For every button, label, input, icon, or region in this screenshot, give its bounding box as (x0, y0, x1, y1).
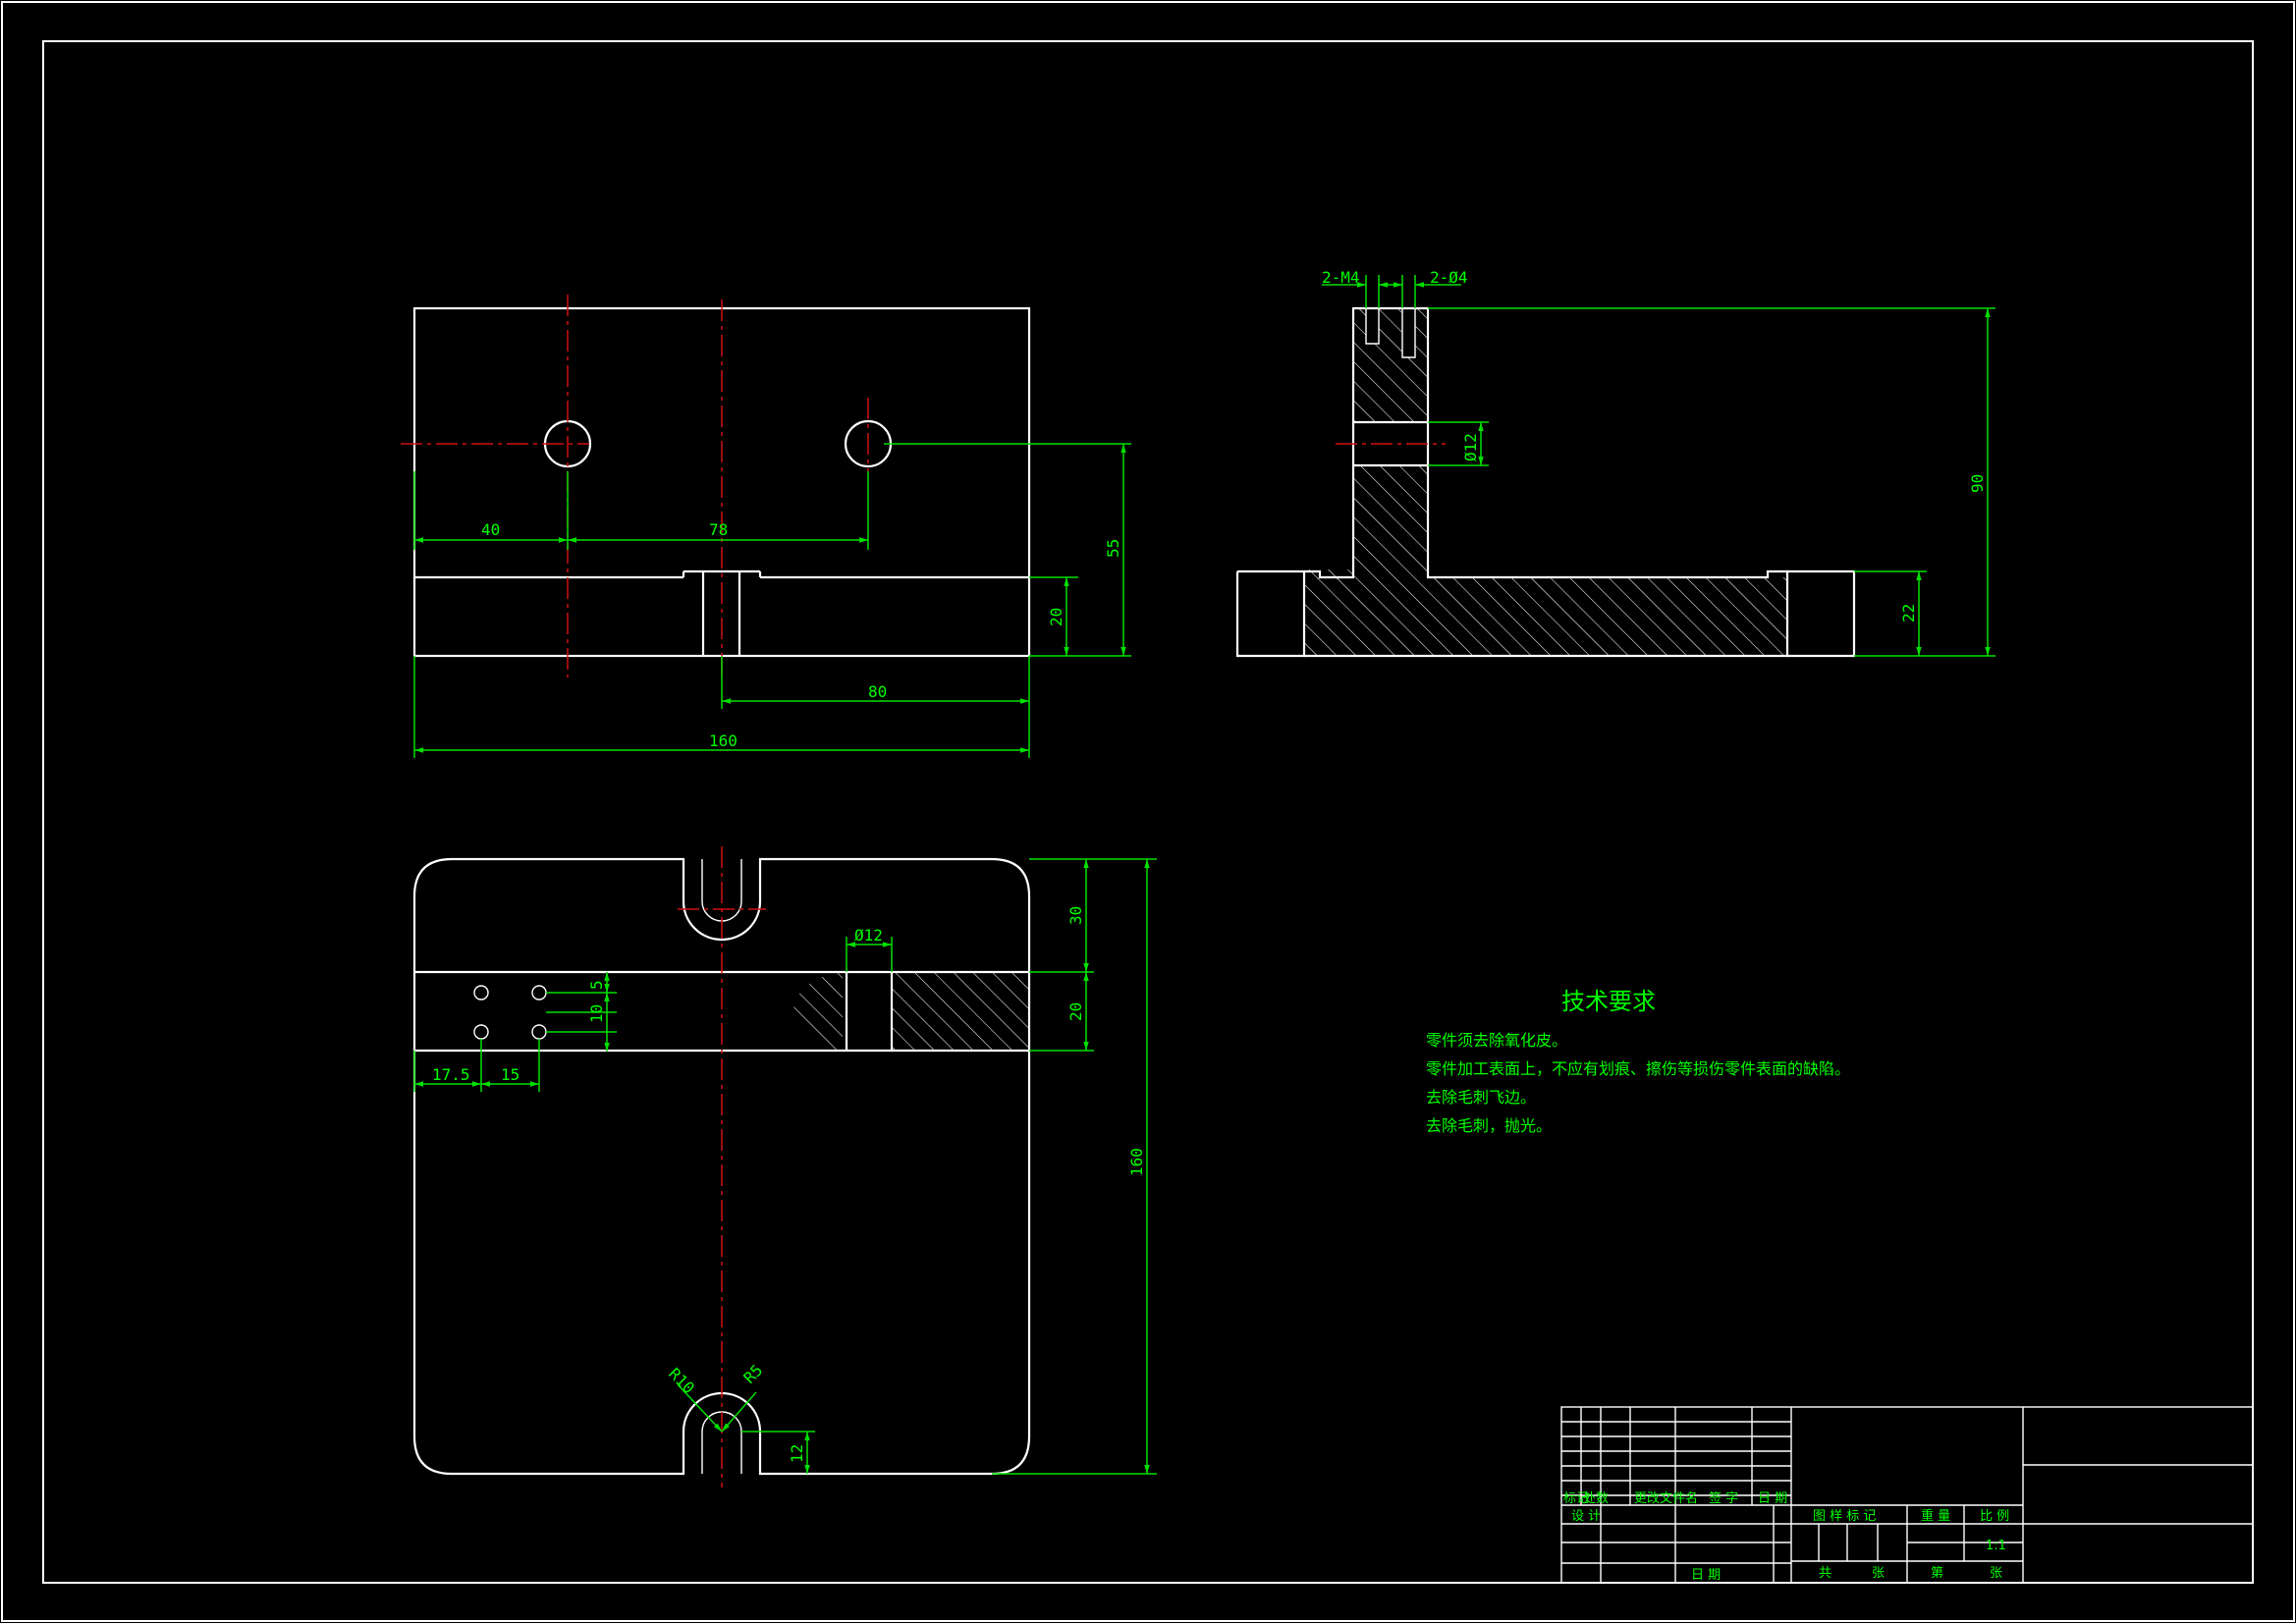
title-block (1560, 1406, 2254, 1584)
tech-req-title: 技术要求 (1561, 988, 1656, 1015)
tb-scale: 比 例 (1980, 1509, 2009, 1524)
tb-date: 日 期 (1758, 1491, 1787, 1506)
tb-date2: 日 期 (1691, 1568, 1721, 1583)
tech-req-item-2: 零件加工表面上，不应有划痕、擦伤等损伤零件表面的缺陷。 (1426, 1059, 1850, 1078)
tb-mark: 标记 (1563, 1491, 1589, 1506)
dim-side-phi12: Ø12 (1461, 433, 1480, 461)
tech-req-item-4: 去除毛刺，抛光。 (1426, 1116, 1552, 1135)
side-section-view (1235, 275, 1995, 658)
tb-total: 共 (1819, 1566, 1831, 1581)
tb-signature: 签 字 (1709, 1490, 1738, 1506)
inner-border (42, 40, 2254, 1584)
dim-side-2m4: 2-M4 (1322, 268, 1360, 287)
dim-plan-r5: R5 (739, 1361, 766, 1387)
dim-side-2phi4: 2-Ø4 (1430, 268, 1468, 287)
front-view (401, 295, 1131, 758)
tb-sheet-unit2: 张 (1990, 1566, 2002, 1581)
tech-req-item-3: 去除毛刺飞边。 (1426, 1088, 1536, 1107)
tb-page: 第 (1931, 1566, 1943, 1581)
dim-plan-r10: R10 (665, 1364, 698, 1397)
dim-front-55: 55 (1104, 539, 1122, 558)
dim-plan-30: 30 (1066, 906, 1085, 925)
dim-plan-phi12: Ø12 (854, 926, 883, 945)
dim-plan-12: 12 (788, 1444, 806, 1463)
dim-plan-160: 160 (1127, 1148, 1146, 1176)
dim-side-90: 90 (1968, 474, 1987, 493)
dim-front-20: 20 (1047, 608, 1066, 626)
tb-scale-value: 1:1 (1986, 1539, 2006, 1553)
dim-plan-20: 20 (1066, 1002, 1085, 1021)
dim-plan-5: 5 (587, 980, 606, 990)
dim-side-22: 22 (1899, 604, 1918, 622)
dim-plan-15: 15 (501, 1065, 519, 1084)
dim-plan-17-5: 17.5 (432, 1065, 470, 1084)
dim-front-78: 78 (709, 520, 728, 539)
tb-stage-mark: 图 样 标 记 (1813, 1509, 1876, 1524)
tech-req-item-1: 零件须去除氧化皮。 (1426, 1031, 1567, 1050)
dim-plan-10: 10 (587, 1004, 606, 1023)
tb-design: 设 计 (1571, 1509, 1601, 1524)
tb-sheet-unit: 张 (1872, 1566, 1885, 1581)
dim-front-40: 40 (481, 520, 500, 539)
dim-front-160: 160 (709, 731, 738, 750)
plan-view (412, 846, 1157, 1488)
tb-weight: 重 量 (1921, 1508, 1950, 1524)
tb-change-doc: 更改文件名 (1634, 1490, 1698, 1506)
dim-front-80: 80 (868, 682, 887, 701)
tb-count: 处数 (1583, 1491, 1609, 1506)
